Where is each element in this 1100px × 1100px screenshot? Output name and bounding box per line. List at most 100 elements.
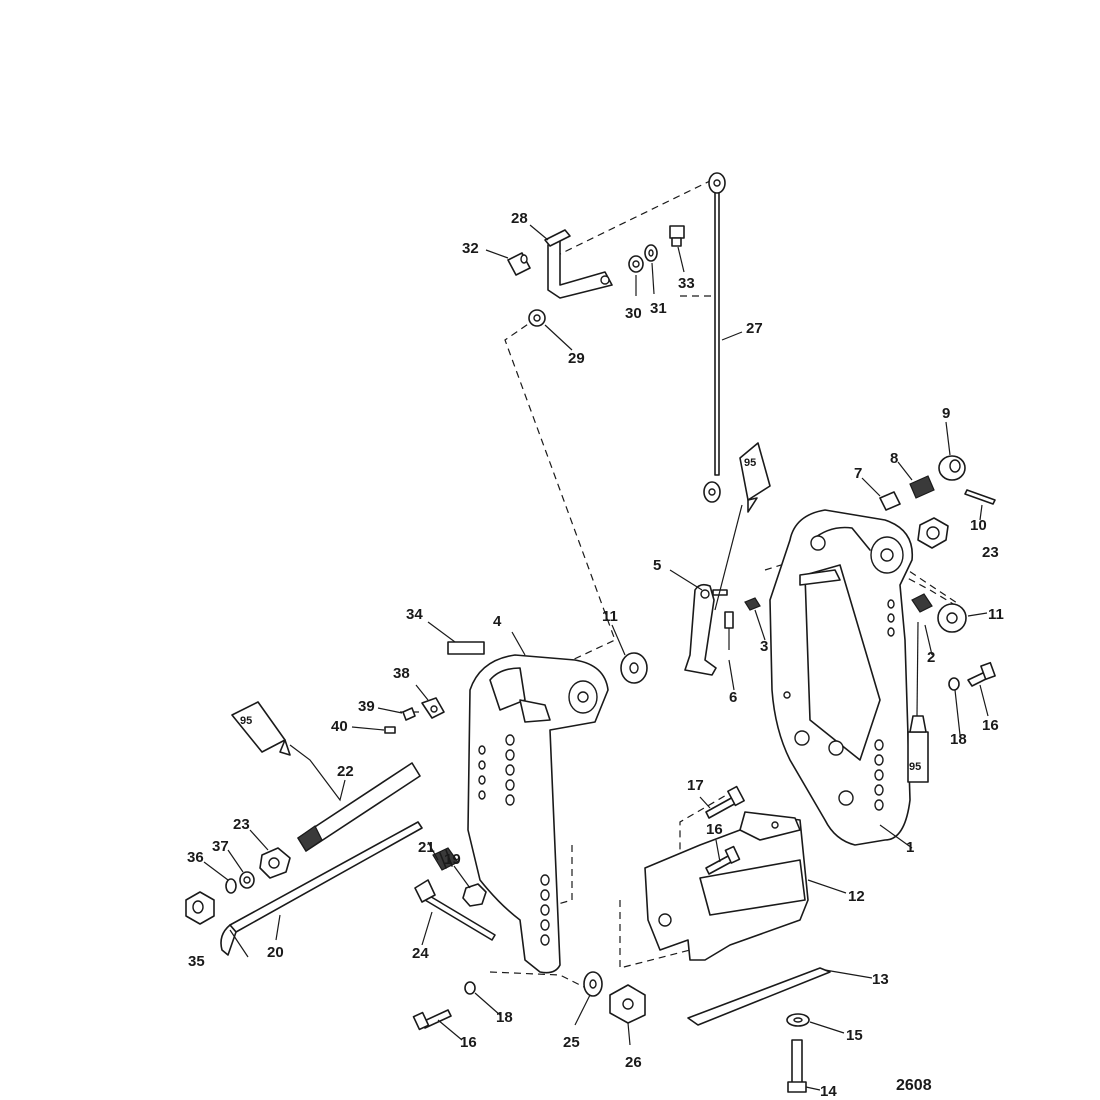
part-10-pin bbox=[964, 489, 996, 505]
part-14-bolt bbox=[787, 1039, 807, 1093]
callout-34: 34 bbox=[406, 606, 423, 623]
callout-23-right: 23 bbox=[982, 544, 999, 561]
callout-28: 28 bbox=[511, 210, 528, 227]
part-7-bushing bbox=[879, 491, 901, 511]
part-21-spring bbox=[432, 847, 459, 871]
part-19-nut bbox=[462, 883, 487, 907]
callout-27: 27 bbox=[746, 320, 763, 337]
part-27-link-rod bbox=[703, 172, 726, 503]
callout-36: 36 bbox=[187, 849, 204, 866]
callout-26: 26 bbox=[625, 1054, 642, 1071]
callout-22: 22 bbox=[337, 763, 354, 780]
callout-9: 9 bbox=[942, 405, 950, 422]
callout-4: 4 bbox=[493, 613, 502, 630]
part-11-washer-center bbox=[620, 652, 648, 684]
svg-text:95: 95 bbox=[744, 457, 756, 469]
part-18-washer-right bbox=[948, 677, 960, 691]
part-36-washer bbox=[225, 878, 237, 894]
callout-31: 31 bbox=[650, 300, 667, 317]
part-9-knob bbox=[938, 455, 966, 481]
part-17-bolt bbox=[705, 785, 745, 819]
lubricant-tube-left: 95 bbox=[231, 701, 291, 756]
part-38-clip bbox=[421, 697, 445, 719]
part-35-nut bbox=[185, 891, 215, 925]
callout-6: 6 bbox=[729, 689, 737, 706]
part-2-spring bbox=[911, 593, 933, 613]
callout-20: 20 bbox=[267, 944, 284, 961]
callout-32: 32 bbox=[462, 240, 479, 257]
callout-7: 7 bbox=[854, 465, 862, 482]
callout-2: 2 bbox=[927, 649, 935, 666]
callout-38: 38 bbox=[393, 665, 410, 682]
callout-1: 1 bbox=[906, 839, 914, 856]
part-3-screw bbox=[744, 597, 761, 611]
part-16-bolt-lower bbox=[412, 1009, 452, 1031]
callout-30: 30 bbox=[625, 305, 642, 322]
callout-39: 39 bbox=[358, 698, 375, 715]
part-4-transom-bracket bbox=[467, 654, 609, 974]
callout-3: 3 bbox=[760, 638, 768, 655]
callout-17: 17 bbox=[687, 777, 704, 794]
part-20-tilt-pin bbox=[220, 821, 423, 956]
part-34-decal bbox=[447, 641, 485, 655]
callout-21: 21 bbox=[418, 839, 435, 856]
part-33-shoulder-bolt bbox=[669, 225, 685, 247]
figure-number: 2608 bbox=[896, 1077, 932, 1094]
callout-labels: 1 2 3 4 5 6 7 8 9 10 11 11 12 13 14 15 1… bbox=[187, 210, 1004, 1100]
lubricant-tube-right: 95 bbox=[907, 715, 929, 783]
part-29-washer bbox=[528, 309, 546, 327]
part-25-washer bbox=[583, 971, 603, 997]
callout-29: 29 bbox=[568, 350, 585, 367]
callout-10: 10 bbox=[970, 517, 987, 534]
svg-text:95: 95 bbox=[909, 761, 921, 773]
part-18-washer-lower bbox=[464, 981, 476, 995]
part-24-bolt bbox=[414, 879, 496, 941]
part-31-washer bbox=[644, 244, 658, 262]
svg-text:95: 95 bbox=[240, 715, 252, 727]
callout-8: 8 bbox=[890, 450, 898, 467]
part-40-screw bbox=[384, 726, 396, 734]
callout-16-center: 16 bbox=[706, 821, 723, 838]
part-23-nut-left bbox=[259, 847, 291, 879]
part-32-bushing bbox=[507, 252, 531, 276]
part-11-washer-right bbox=[937, 603, 967, 633]
part-12-swivel-housing bbox=[644, 811, 809, 961]
part-8-spring bbox=[909, 475, 935, 499]
part-16-bolt-right bbox=[967, 661, 996, 687]
callout-16-right: 16 bbox=[982, 717, 999, 734]
callout-16-lower: 16 bbox=[460, 1034, 477, 1051]
callout-14: 14 bbox=[820, 1083, 837, 1100]
part-16-bolt-center bbox=[705, 845, 741, 875]
callout-11-center: 11 bbox=[602, 608, 618, 625]
part-37-spacer bbox=[239, 871, 255, 889]
callout-37: 37 bbox=[212, 838, 229, 855]
part-1-transom-bracket bbox=[769, 509, 914, 846]
callout-12: 12 bbox=[848, 888, 865, 905]
callout-15: 15 bbox=[846, 1027, 863, 1044]
part-5-tilt-lock-lever bbox=[684, 583, 728, 676]
part-30-washer bbox=[628, 255, 644, 273]
callout-5: 5 bbox=[653, 557, 661, 574]
callout-40: 40 bbox=[331, 718, 348, 735]
callout-33: 33 bbox=[678, 275, 695, 292]
part-6-spring bbox=[724, 611, 734, 650]
part-13-plate bbox=[687, 967, 831, 1026]
callout-19: 19 bbox=[444, 851, 461, 868]
part-15-washer bbox=[786, 1013, 810, 1027]
leader-lines bbox=[203, 224, 989, 1091]
callout-24: 24 bbox=[412, 945, 429, 962]
part-22-tilt-tube bbox=[297, 762, 421, 852]
part-28-trail-lever bbox=[544, 229, 613, 299]
callout-25: 25 bbox=[563, 1034, 580, 1051]
part-39-clip bbox=[402, 707, 416, 721]
callout-35: 35 bbox=[188, 953, 205, 970]
callout-18-right: 18 bbox=[950, 731, 967, 748]
lubricant-tube-upper: 95 bbox=[739, 442, 771, 513]
part-26-nut bbox=[609, 984, 646, 1024]
callout-13: 13 bbox=[872, 971, 889, 988]
callout-23-left: 23 bbox=[233, 816, 250, 833]
part-23-nut-right bbox=[917, 517, 949, 549]
callout-18-lower: 18 bbox=[496, 1009, 513, 1026]
callout-11-right: 11 bbox=[988, 606, 1004, 623]
